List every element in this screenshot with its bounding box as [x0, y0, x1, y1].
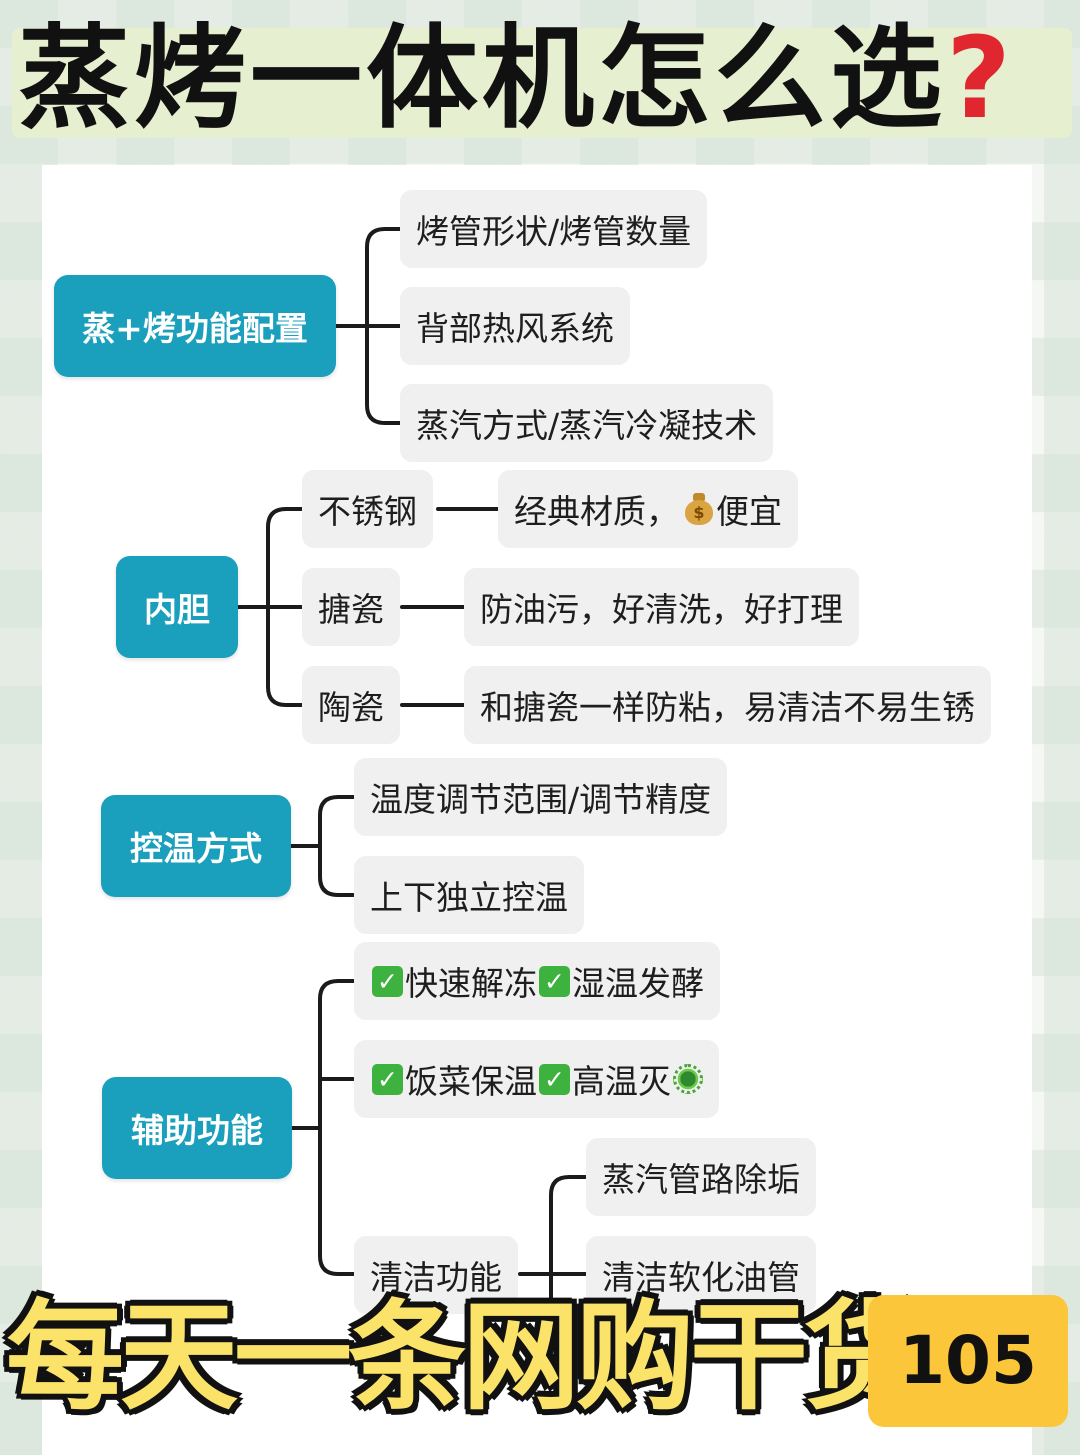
node-inner-liner: 内胆: [116, 556, 238, 658]
node-independent-control: 上下独立控温: [354, 856, 584, 934]
stainless-desc-cheap: 便宜: [716, 492, 782, 531]
ferment-text: 湿温发酵: [572, 964, 704, 1003]
question-mark-icon: ?: [946, 14, 1015, 144]
node-enamel: 搪瓷: [302, 568, 400, 646]
money-bag-icon: $: [685, 493, 713, 525]
banner-text: 每天一条网购干货: [6, 1288, 922, 1426]
node-tube-shape: 烤管形状/烤管数量: [400, 190, 708, 268]
warm-text: 饭菜保温: [405, 1062, 537, 1101]
node-warm-sterilize: ✓饭菜保温✓高温灭: [354, 1040, 719, 1118]
title-text: 蒸烤一体机怎么选: [18, 14, 946, 144]
node-enamel-desc: 防油污，好清洗，好打理: [464, 568, 859, 646]
node-temp-control: 控温方式: [101, 795, 291, 897]
node-aux-functions: 辅助功能: [102, 1077, 292, 1179]
node-stainless-steel: 不锈钢: [302, 470, 433, 548]
defrost-text: 快速解冻: [405, 964, 537, 1003]
node-descale: 蒸汽管路除垢: [586, 1138, 816, 1216]
node-ceramic-desc: 和搪瓷一样防粘，易清洁不易生锈: [464, 666, 991, 744]
node-hot-air: 背部热风系统: [400, 287, 630, 365]
node-temp-range: 温度调节范围/调节精度: [354, 758, 728, 836]
node-cleaning: 清洁功能: [354, 1236, 518, 1314]
germ-icon: [673, 1064, 703, 1094]
node-steam-bake-config: 蒸+烤功能配置: [54, 275, 336, 377]
checkmark-icon: ✓: [539, 1063, 570, 1095]
title-highlight: [12, 28, 1072, 138]
node-defrost-ferment: ✓快速解冻✓湿温发酵: [354, 942, 720, 1020]
checkmark-icon: ✓: [539, 965, 570, 997]
node-soften-oil-tube: 清洁软化油管: [586, 1236, 816, 1314]
page-title: 蒸烤一体机怎么选?: [18, 14, 1068, 144]
episode-number-badge: 105: [868, 1295, 1068, 1427]
sterilize-text: 高温灭: [572, 1062, 671, 1101]
checkmark-icon: ✓: [372, 965, 403, 997]
node-ceramic: 陶瓷: [302, 666, 400, 744]
checkmark-icon: ✓: [372, 1063, 403, 1095]
stainless-desc-text: 经典材质，: [514, 492, 679, 531]
node-stainless-desc: 经典材质， $ 便宜: [498, 470, 798, 548]
node-steam-method: 蒸汽方式/蒸汽冷凝技术: [400, 384, 774, 462]
